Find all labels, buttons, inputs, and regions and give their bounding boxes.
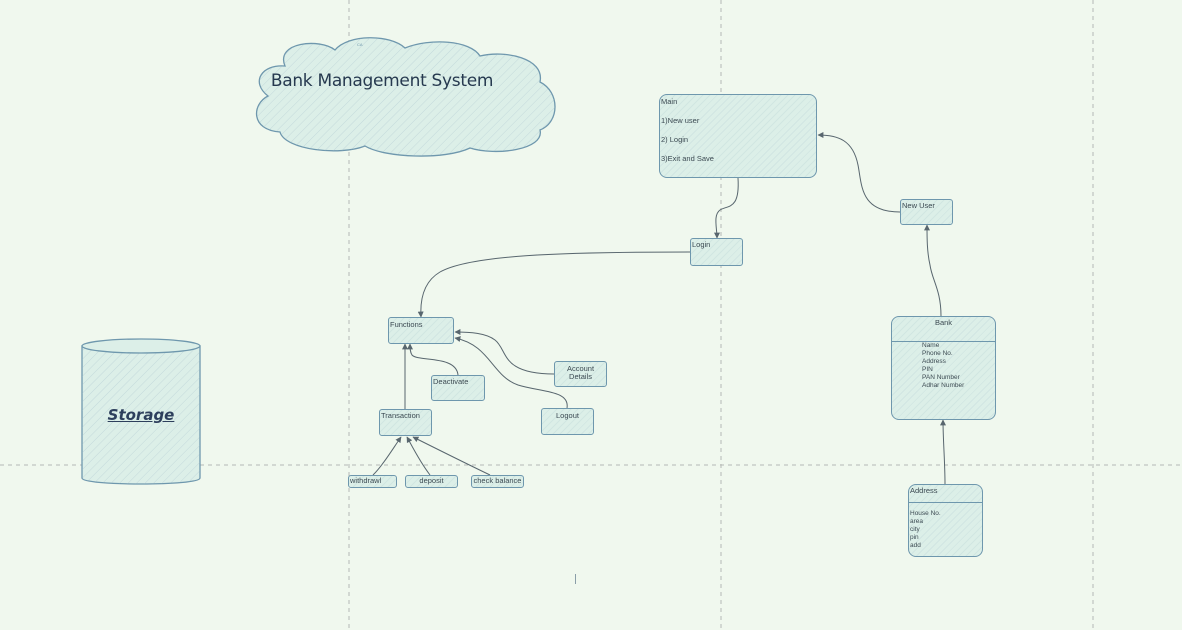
storage-cylinder bbox=[81, 338, 201, 485]
address-fields: House No. area city pin add bbox=[910, 510, 941, 550]
node-account-details[interactable]: Account Details bbox=[554, 361, 607, 387]
bank-field: Address bbox=[922, 358, 946, 365]
edge-login-to-functions bbox=[417, 251, 691, 318]
node-bank-label: Bank bbox=[934, 318, 953, 327]
diagram-edges bbox=[372, 132, 947, 485]
node-address[interactable]: Address House No. area city pin add bbox=[908, 484, 983, 557]
node-withdrawl[interactable]: withdrawl bbox=[348, 475, 397, 488]
node-transaction[interactable]: Transaction bbox=[379, 409, 432, 436]
bank-divider bbox=[892, 341, 995, 342]
node-address-label: Address bbox=[910, 486, 938, 495]
node-deposit-label: deposit bbox=[419, 476, 444, 485]
address-divider bbox=[909, 502, 982, 503]
node-check-balance[interactable]: check balance bbox=[471, 475, 524, 488]
bank-field: Phone No. bbox=[922, 350, 953, 357]
node-deactivate-label: Deactivate bbox=[433, 377, 469, 386]
bank-fields: Name Phone No. Address PIN PAN Number Ad… bbox=[922, 342, 964, 390]
address-field: area bbox=[910, 518, 924, 525]
edge-bank-to-newuser bbox=[924, 224, 942, 317]
node-new-user-label: New User bbox=[902, 201, 935, 210]
bank-field: Name bbox=[922, 342, 940, 349]
diagram-title: Bank Management System bbox=[270, 71, 494, 91]
node-main-label: Main bbox=[661, 97, 678, 106]
edge-deposit-to-transaction bbox=[406, 436, 431, 476]
edge-newuser-to-main bbox=[817, 132, 901, 213]
node-account-details-label: Account Details bbox=[566, 364, 595, 381]
edge-main-to-login bbox=[713, 177, 739, 239]
bank-field: PIN bbox=[922, 366, 933, 373]
bank-field: Adhar Number bbox=[922, 382, 965, 389]
text-cursor bbox=[575, 574, 576, 584]
node-functions[interactable]: Functions bbox=[388, 317, 454, 344]
node-logout[interactable]: Logout bbox=[541, 408, 594, 435]
node-login[interactable]: Login bbox=[690, 238, 743, 266]
edge-withdrawl-to-transaction bbox=[372, 436, 402, 476]
edge-logout-to-functions bbox=[454, 336, 568, 409]
address-field: pin bbox=[910, 534, 919, 541]
main-item-login: 2) Login bbox=[661, 135, 689, 144]
node-bank[interactable]: Bank Name Phone No. Address PIN PAN Numb… bbox=[891, 316, 996, 420]
address-field: House No. bbox=[910, 510, 941, 517]
node-deactivate[interactable]: Deactivate bbox=[431, 375, 485, 401]
address-field: city bbox=[910, 526, 920, 533]
storage-label: Storage bbox=[107, 406, 175, 424]
bank-field: PAN Number bbox=[922, 374, 960, 381]
node-transaction-label: Transaction bbox=[381, 411, 420, 420]
node-functions-label: Functions bbox=[390, 320, 423, 329]
edge-checkbalance-to-transaction bbox=[412, 436, 491, 476]
cloud-mark: CA bbox=[357, 42, 363, 47]
node-withdrawl-label: withdrawl bbox=[350, 476, 382, 485]
node-deposit[interactable]: deposit bbox=[405, 475, 458, 488]
title-cloud bbox=[255, 37, 556, 157]
edge-address-to-bank bbox=[940, 419, 947, 485]
address-field: add bbox=[910, 542, 921, 549]
node-check-balance-label: check balance bbox=[473, 476, 522, 485]
node-login-label: Login bbox=[692, 240, 711, 249]
node-logout-label: Logout bbox=[556, 411, 579, 420]
edge-account-to-functions bbox=[454, 329, 555, 375]
main-item-exit-save: 3)Exit and Save bbox=[661, 154, 714, 163]
edge-deactivate-to-functions bbox=[407, 343, 459, 376]
node-new-user[interactable]: New User bbox=[900, 199, 953, 225]
main-item-new-user: 1)New user bbox=[661, 116, 700, 125]
node-main[interactable]: Main 1)New user 2) Login 3)Exit and Save bbox=[659, 94, 817, 178]
